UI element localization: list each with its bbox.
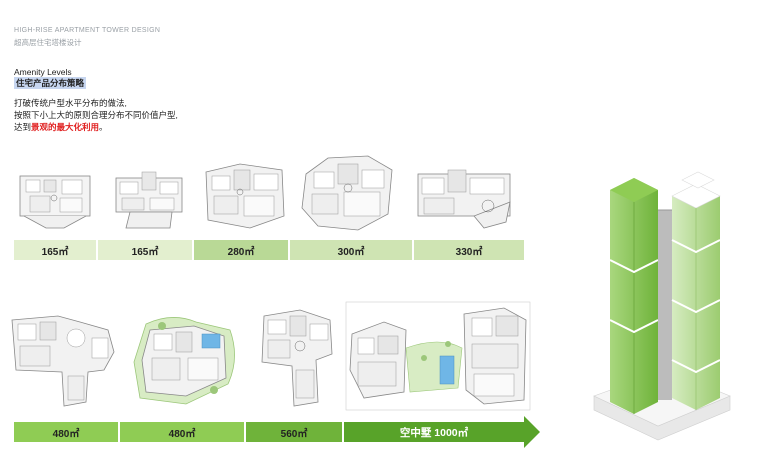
- unit-area-bar-165a: 165㎡: [14, 240, 96, 260]
- floor-plan-165b: [110, 168, 188, 234]
- unit-area-bar-sky-villa: 空中墅 1000㎡: [399, 426, 469, 439]
- section-title: Amenity Levels: [14, 67, 72, 77]
- description-line-2: 按照下小上大的原则合理分布不同价值户型,: [14, 110, 178, 120]
- floor-plan-sky-villa: [344, 300, 532, 412]
- description-text: 打破传统户型水平分布的做法, 按照下小上大的原则合理分布不同价值户型, 达到景观…: [14, 97, 178, 133]
- description-line-3-suffix: 。: [99, 122, 108, 132]
- unit-area-bar-330: 330㎡: [414, 240, 524, 260]
- unit-area-bar-560: 560㎡: [246, 422, 342, 442]
- floor-plan-280: [200, 158, 288, 234]
- description-line-1: 打破传统户型水平分布的做法,: [14, 98, 127, 108]
- unit-area-bar-480a: 480㎡: [14, 422, 118, 442]
- header-title-zh: 超高层住宅塔楼设计: [14, 38, 82, 47]
- unit-area-bar-300: 300㎡: [290, 240, 412, 260]
- floor-plan-300: [298, 152, 398, 236]
- floor-plan-560: [256, 306, 338, 410]
- tower-rendering: [574, 170, 742, 442]
- description-highlight: 景观的最大化利用: [31, 122, 100, 132]
- header-title-en: HIGH-RISE APARTMENT TOWER DESIGN: [14, 27, 161, 34]
- description-line-3: 达到景观的最大化利用。: [14, 121, 178, 133]
- description-line-3-prefix: 达到: [14, 122, 32, 132]
- section-subtitle: 住宅产品分布策略: [14, 77, 87, 89]
- unit-area-bar-165b: 165㎡: [98, 240, 192, 260]
- floor-plan-165a: [16, 168, 94, 234]
- floor-plan-480a: [8, 312, 118, 410]
- unit-area-bar-480b: 480㎡: [120, 422, 244, 442]
- unit-area-bar-280: 280㎡: [194, 240, 288, 260]
- sky-villa-arrow-bar: [344, 416, 540, 448]
- floor-plan-330: [414, 162, 514, 234]
- floor-plan-480b: [126, 312, 244, 410]
